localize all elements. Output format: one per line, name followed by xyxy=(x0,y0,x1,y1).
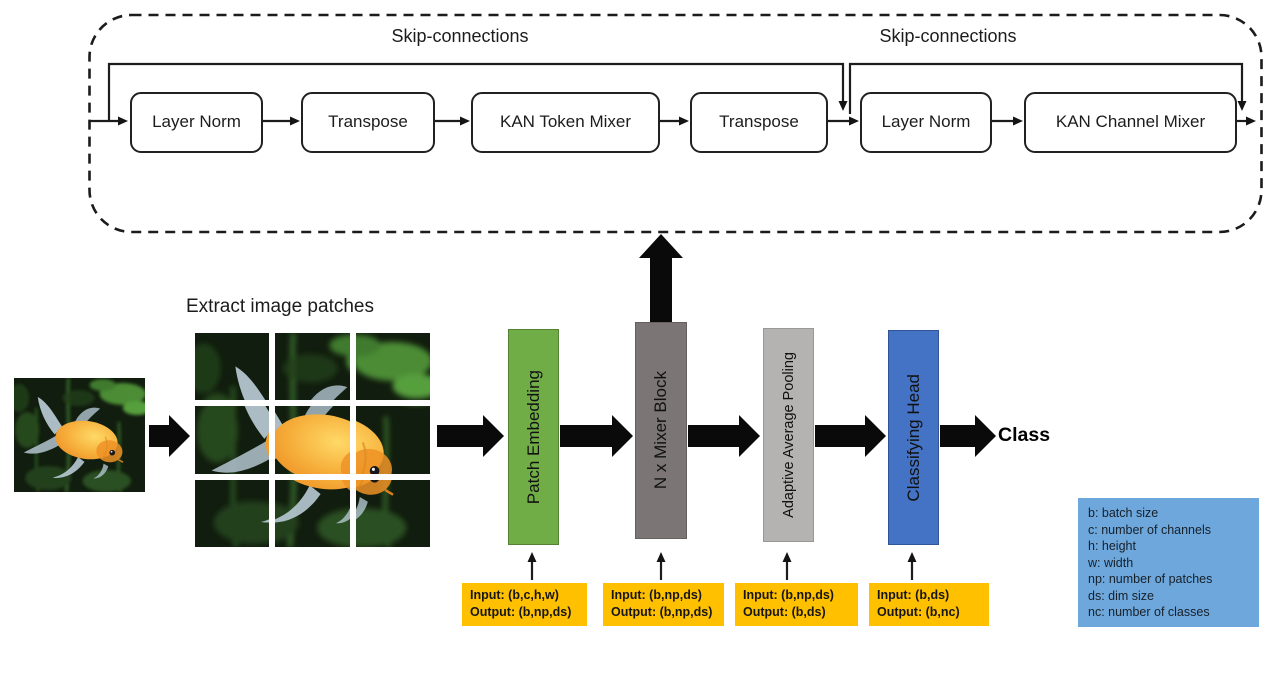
skip-connections-label-1: Skip-connections xyxy=(391,26,529,46)
layer-norm-box-2: Layer Norm xyxy=(860,92,992,153)
layer-norm-box-1: Layer Norm xyxy=(130,92,263,153)
expand-arrow-mixer-to-detail xyxy=(639,234,683,323)
adaptive-average-pooling-label: Adaptive Average Pooling xyxy=(780,352,797,518)
io-output: Output: (b,nc) xyxy=(877,604,960,619)
io-input: Input: (b,ds) xyxy=(877,588,950,602)
image-patch xyxy=(275,406,349,473)
image-patch xyxy=(195,480,269,547)
legend-line: ds: dim size xyxy=(1088,588,1154,603)
image-patch xyxy=(356,406,430,473)
image-patch-grid xyxy=(195,333,430,547)
image-patch xyxy=(356,333,430,400)
kan-token-mixer-box: KAN Token Mixer xyxy=(471,92,660,153)
classifying-head-stage: Classifying Head xyxy=(888,330,939,545)
mixer-block-detail-border xyxy=(88,13,1263,234)
patch-embedding-label: Patch Embedding xyxy=(523,369,543,505)
io-label-mixer-block: Input: (b,np,ds) Output: (b,np,ds) xyxy=(603,583,724,626)
flow-arrow-head-to-class xyxy=(940,415,996,457)
input-image-goldfish xyxy=(14,378,145,492)
legend-line: h: height xyxy=(1088,539,1136,553)
image-patch xyxy=(195,406,269,473)
io-label-patch-embedding: Input: (b,c,h,w) Output: (b,np,ds) xyxy=(462,583,587,626)
kan-channel-mixer-box: KAN Channel Mixer xyxy=(1024,92,1237,153)
image-patch xyxy=(275,333,349,400)
classifying-head-label: Classifying Head xyxy=(903,373,923,502)
io-label-adaptive-pooling: Input: (b,np,ds) Output: (b,ds) xyxy=(735,583,858,626)
mixer-block-stage: N x Mixer Block xyxy=(635,322,687,539)
image-patch xyxy=(195,333,269,400)
extract-image-patches-label: Extract image patches xyxy=(186,296,374,317)
transpose-box-2: Transpose xyxy=(690,92,828,153)
mixer-block-label: N x Mixer Block xyxy=(651,371,670,490)
legend-line: nc: number of classes xyxy=(1088,605,1210,619)
legend-line: w: width xyxy=(1088,555,1134,570)
adaptive-average-pooling-stage: Adaptive Average Pooling xyxy=(763,328,814,542)
legend-line: np: number of patches xyxy=(1088,572,1213,586)
io-input: Input: (b,np,ds) xyxy=(743,588,834,602)
flow-arrow-patches-to-patch-embedding xyxy=(437,415,504,457)
skip-connection-line-2 xyxy=(848,62,1247,114)
io-output: Output: (b,np,ds) xyxy=(470,604,572,619)
flow-arrow-image-to-patches xyxy=(149,415,190,457)
transpose-box-1: Transpose xyxy=(301,92,435,153)
notation-legend: b: batch size c: number of channels h: h… xyxy=(1078,498,1259,627)
flow-arrow-mixer-to-pooling xyxy=(688,415,760,457)
io-label-classifying-head: Input: (b,ds) Output: (b,nc) xyxy=(869,583,989,626)
skip-connections-label-2: Skip-connections xyxy=(879,26,1017,46)
image-patch xyxy=(356,480,430,547)
io-input: Input: (b,c,h,w) xyxy=(470,588,559,602)
patch-embedding-stage: Patch Embedding xyxy=(508,329,559,545)
legend-line: c: number of channels xyxy=(1088,522,1211,537)
image-patch xyxy=(275,480,349,547)
flow-arrow-patch-embedding-to-mixer xyxy=(560,415,633,457)
io-output: Output: (b,ds) xyxy=(743,604,826,619)
io-input: Input: (b,np,ds) xyxy=(611,588,702,602)
class-output-label: Class xyxy=(998,424,1051,446)
legend-line: b: batch size xyxy=(1088,506,1159,520)
flow-arrow-pooling-to-head xyxy=(815,415,886,457)
skip-connection-line-1 xyxy=(107,62,848,121)
io-output: Output: (b,np,ds) xyxy=(611,604,713,619)
